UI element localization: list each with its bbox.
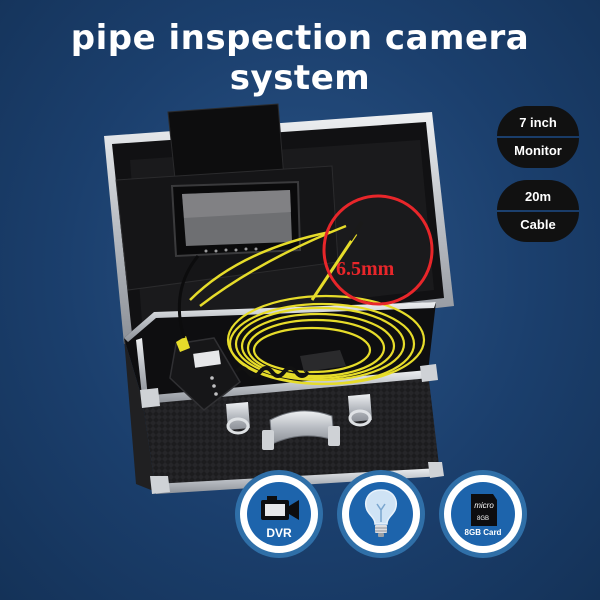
probe-diameter-label: 6.5mm <box>336 258 395 280</box>
cable-reel <box>189 224 426 386</box>
badge-bottom-text: Monitor <box>497 138 579 168</box>
card-capacity-text: 8GB <box>477 516 489 522</box>
size-callout-circle <box>322 194 434 306</box>
dvr-feature: DVR <box>235 470 323 558</box>
badge-top-text: 20m <box>497 180 579 210</box>
camcorder-icon <box>261 496 299 520</box>
monitor <box>170 180 302 258</box>
micro-sd-card-icon: micro 8GB <box>471 494 497 526</box>
dvr-label: DVR <box>266 526 292 540</box>
monitor-cable <box>177 255 200 339</box>
control-box <box>169 336 241 411</box>
monitor-size-badge: 7 inch Monitor <box>497 106 579 168</box>
sd-card-label: 8GB Card <box>464 528 502 537</box>
cable-length-badge: 20m Cable <box>497 180 579 242</box>
card-brand-text: micro <box>474 501 494 510</box>
led-light-feature <box>337 470 425 558</box>
sd-card-feature: micro 8GB 8GB Card <box>439 470 527 558</box>
coiled-cord <box>234 366 310 378</box>
probe-camera-head <box>348 220 364 242</box>
badge-bottom-text: Cable <box>497 212 579 242</box>
page-title: pipe inspection camera system <box>70 18 530 98</box>
reel-hub <box>300 350 346 372</box>
probe-cable <box>310 233 358 301</box>
light-bulb-icon <box>365 489 397 537</box>
badge-top-text: 7 inch <box>497 106 579 136</box>
